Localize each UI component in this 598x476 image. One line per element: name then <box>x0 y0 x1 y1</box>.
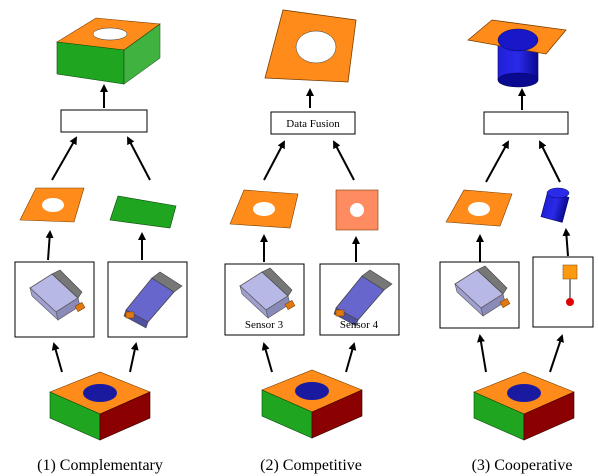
complementary-output-object <box>56 17 161 85</box>
arrow <box>485 140 509 183</box>
arrow <box>127 136 151 181</box>
arrow <box>263 140 285 181</box>
arrow <box>345 342 357 373</box>
arrow <box>549 334 564 373</box>
cooperative-output-object <box>467 19 567 88</box>
arrow <box>477 334 487 373</box>
arrow <box>539 140 561 183</box>
blue-cylinder <box>540 187 570 223</box>
camera-sensor-icon <box>333 269 393 327</box>
caption-competitive: (2) Competitive <box>260 457 362 474</box>
orange-plate-with-hole <box>445 189 513 227</box>
base-object <box>473 371 575 441</box>
competitive-output-object <box>264 9 357 83</box>
base-object <box>261 369 363 439</box>
orange-plate-with-hole <box>19 187 85 223</box>
probe-sensor-icon <box>562 264 578 306</box>
arrow <box>51 136 77 181</box>
arrow <box>51 342 63 373</box>
arrow <box>45 230 54 261</box>
orange-plate-with-hole <box>229 189 299 229</box>
arrow <box>129 342 139 373</box>
fusion-box <box>60 109 148 133</box>
arrow <box>261 342 273 373</box>
sensor-3-label: Sensor 3 <box>245 319 284 331</box>
arrow <box>562 228 571 257</box>
arrow <box>333 140 355 181</box>
data-fusion-box <box>270 111 356 135</box>
green-plate <box>109 195 177 229</box>
base-object <box>49 371 151 441</box>
caption-complementary: (1) Complementary <box>37 457 163 474</box>
sensor-4-label: Sensor 4 <box>340 319 379 331</box>
panel-cooperative: (3) Cooperative <box>439 19 594 474</box>
camera-sensor-icon <box>123 271 183 329</box>
panel-complementary: (1) Complementary <box>14 17 188 474</box>
fusion-box <box>483 111 569 135</box>
caption-cooperative: (3) Cooperative <box>472 457 573 474</box>
panel-competitive: Data Fusion Sensor 3 Sensor 4 (2) Compet… <box>224 9 400 474</box>
data-fusion-label: Data Fusion <box>286 118 340 130</box>
square-plate-with-hole <box>335 189 379 231</box>
